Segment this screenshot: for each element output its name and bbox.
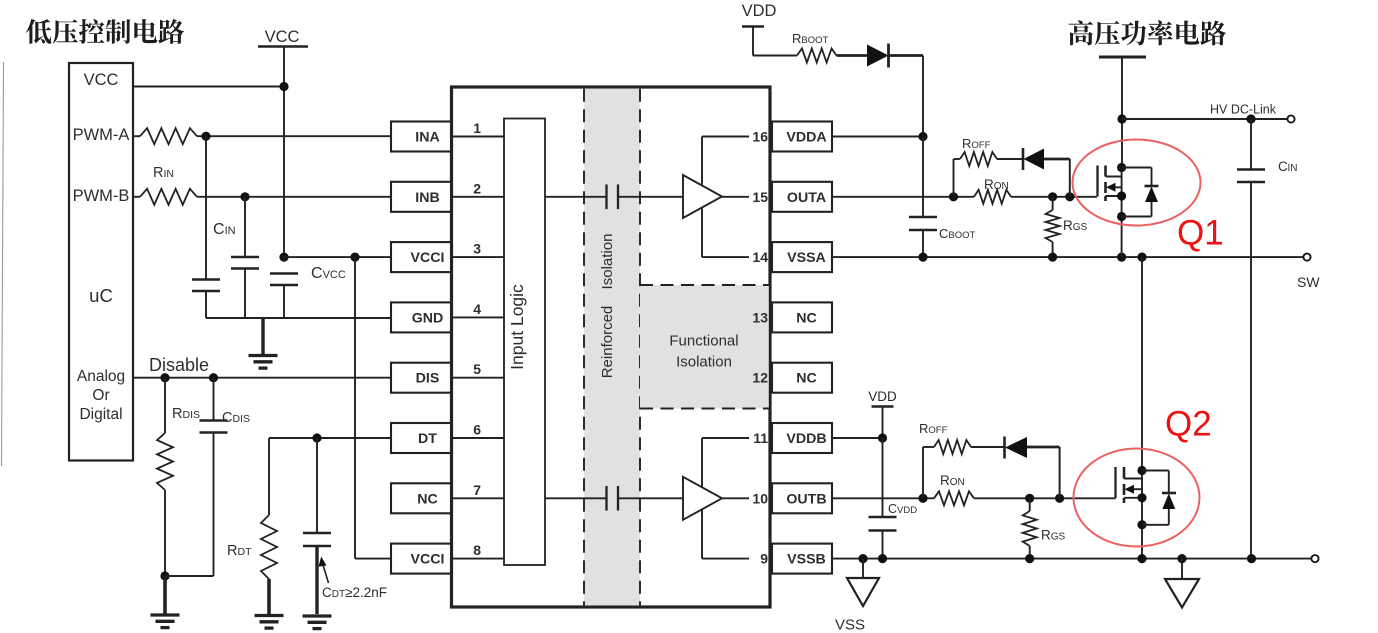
svg-text:CVDD: CVDD — [888, 502, 917, 516]
svg-text:RIN: RIN — [153, 165, 174, 181]
svg-text:9: 9 — [760, 551, 768, 567]
svg-text:1: 1 — [473, 120, 481, 136]
svg-text:Isolation: Isolation — [599, 234, 616, 290]
svg-text:11: 11 — [753, 430, 768, 446]
svg-text:VSS: VSS — [835, 617, 865, 633]
svg-text:NC: NC — [796, 310, 817, 326]
svg-text:Q1: Q1 — [1177, 214, 1224, 253]
svg-text:IN: IN — [1288, 163, 1298, 174]
svg-text:GND: GND — [412, 310, 444, 326]
svg-text:ROFF: ROFF — [919, 421, 948, 436]
svg-text:Input Logic: Input Logic — [507, 284, 527, 370]
svg-text:VDD: VDD — [742, 2, 777, 20]
svg-text:SW: SW — [1297, 274, 1320, 290]
svg-text:DIS: DIS — [416, 371, 440, 387]
svg-text:16: 16 — [752, 129, 768, 145]
svg-text:Digital: Digital — [79, 406, 122, 423]
svg-text:C: C — [1278, 159, 1288, 174]
svg-text:15: 15 — [752, 189, 768, 205]
svg-text:7: 7 — [473, 482, 481, 498]
svg-text:OUTA: OUTA — [787, 190, 826, 206]
svg-text:VDD: VDD — [868, 389, 897, 404]
svg-text:VCCI: VCCI — [411, 552, 445, 568]
svg-text:Q2: Q2 — [1165, 405, 1212, 444]
svg-text:4: 4 — [473, 301, 481, 317]
svg-text:14: 14 — [752, 249, 768, 265]
svg-text:Functional: Functional — [669, 333, 738, 350]
svg-text:13: 13 — [752, 309, 768, 325]
svg-text:OUTB: OUTB — [786, 491, 826, 507]
svg-text:DT: DT — [418, 431, 437, 447]
svg-text:CVCC: CVCC — [311, 265, 346, 282]
svg-text:VDDB: VDDB — [786, 431, 826, 447]
svg-text:RDT: RDT — [227, 543, 252, 559]
svg-text:3: 3 — [473, 241, 481, 257]
svg-text:VCCI: VCCI — [411, 250, 445, 266]
svg-text:RON: RON — [984, 177, 1009, 192]
svg-text:Or: Or — [92, 387, 109, 404]
svg-text:VCC: VCC — [265, 28, 300, 46]
svg-text:Isolation: Isolation — [676, 354, 732, 371]
svg-text:uC: uC — [89, 285, 113, 306]
svg-text:NC: NC — [796, 371, 817, 387]
svg-text:2: 2 — [473, 180, 481, 196]
svg-text:RGS: RGS — [1063, 218, 1088, 233]
svg-text:8: 8 — [473, 542, 481, 558]
svg-text:NC: NC — [417, 491, 438, 507]
svg-text:PWM-A: PWM-A — [73, 126, 130, 144]
svg-text:PWM-B: PWM-B — [73, 187, 130, 205]
svg-text:12: 12 — [752, 370, 768, 386]
svg-text:10: 10 — [752, 490, 768, 506]
svg-text:RGS: RGS — [1041, 528, 1066, 543]
svg-text:5: 5 — [473, 361, 481, 377]
svg-text:Analog: Analog — [77, 368, 125, 385]
svg-text:RDIS: RDIS — [172, 406, 200, 422]
svg-text:VCC: VCC — [84, 71, 119, 89]
svg-text:ROFF: ROFF — [962, 136, 991, 151]
svg-text:VSSA: VSSA — [787, 250, 826, 266]
svg-text:6: 6 — [473, 422, 481, 438]
svg-text:Disable: Disable — [149, 355, 209, 375]
svg-text:Reinforced: Reinforced — [599, 306, 616, 379]
svg-text:VSSB: VSSB — [787, 552, 826, 568]
svg-text:RBOOT: RBOOT — [792, 31, 829, 46]
svg-text:INA: INA — [415, 130, 439, 146]
svg-text:RON: RON — [940, 473, 965, 488]
svg-text:CDIS: CDIS — [222, 410, 250, 426]
svg-text:CIN: CIN — [213, 221, 236, 238]
svg-text:INB: INB — [415, 190, 439, 206]
svg-text:CDT≥2.2nF: CDT≥2.2nF — [322, 585, 387, 600]
svg-text:VDDA: VDDA — [786, 130, 826, 146]
svg-text:HV DC-Link: HV DC-Link — [1210, 103, 1277, 117]
svg-text:CBOOT: CBOOT — [939, 226, 976, 241]
